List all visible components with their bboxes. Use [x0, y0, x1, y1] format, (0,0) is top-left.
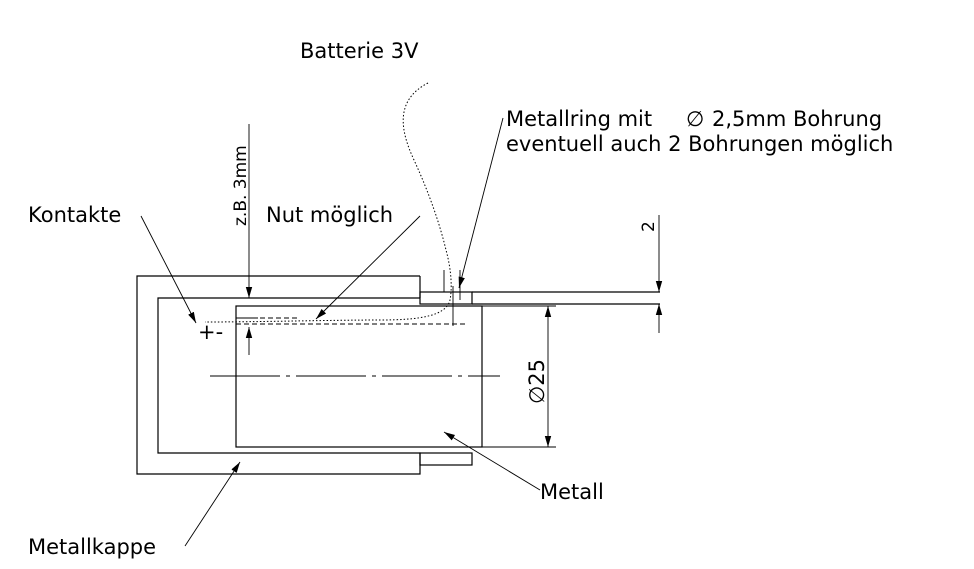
leader-groove	[315, 215, 421, 320]
label-ring-line2: eventuell auch 2 Bohrungen möglich	[506, 132, 893, 156]
leader-lines	[140, 117, 541, 547]
diameter-dimension	[482, 305, 556, 448]
label-body-diameter: ∅25	[525, 359, 549, 404]
label-ring-line1-prefix: Metallring mit	[506, 107, 652, 131]
groove-depth-dimension	[240, 124, 258, 355]
diameter-symbol: ∅	[686, 107, 704, 131]
metal-body	[235, 305, 483, 448]
label-battery: Batterie 3V	[300, 39, 419, 63]
metal-ring	[419, 270, 660, 326]
label-groove: Nut möglich	[266, 203, 393, 227]
leader-cap	[184, 461, 241, 547]
battery-wire	[204, 82, 452, 323]
bottom-ring	[419, 452, 473, 466]
label-metal: Metall	[540, 480, 604, 504]
leader-metal	[443, 431, 541, 491]
leader-ring	[458, 117, 504, 289]
label-contacts: Kontakte	[28, 203, 121, 227]
label-ring-line1-suffix: 2,5mm Bohrung	[712, 107, 882, 131]
label-groove-depth: z.B. 3mm	[231, 145, 251, 226]
label-polarity: +-	[198, 320, 223, 344]
label-ring-thickness: 2	[639, 221, 659, 232]
label-cap: Metallkappe	[28, 535, 156, 559]
leader-contacts	[140, 215, 197, 324]
